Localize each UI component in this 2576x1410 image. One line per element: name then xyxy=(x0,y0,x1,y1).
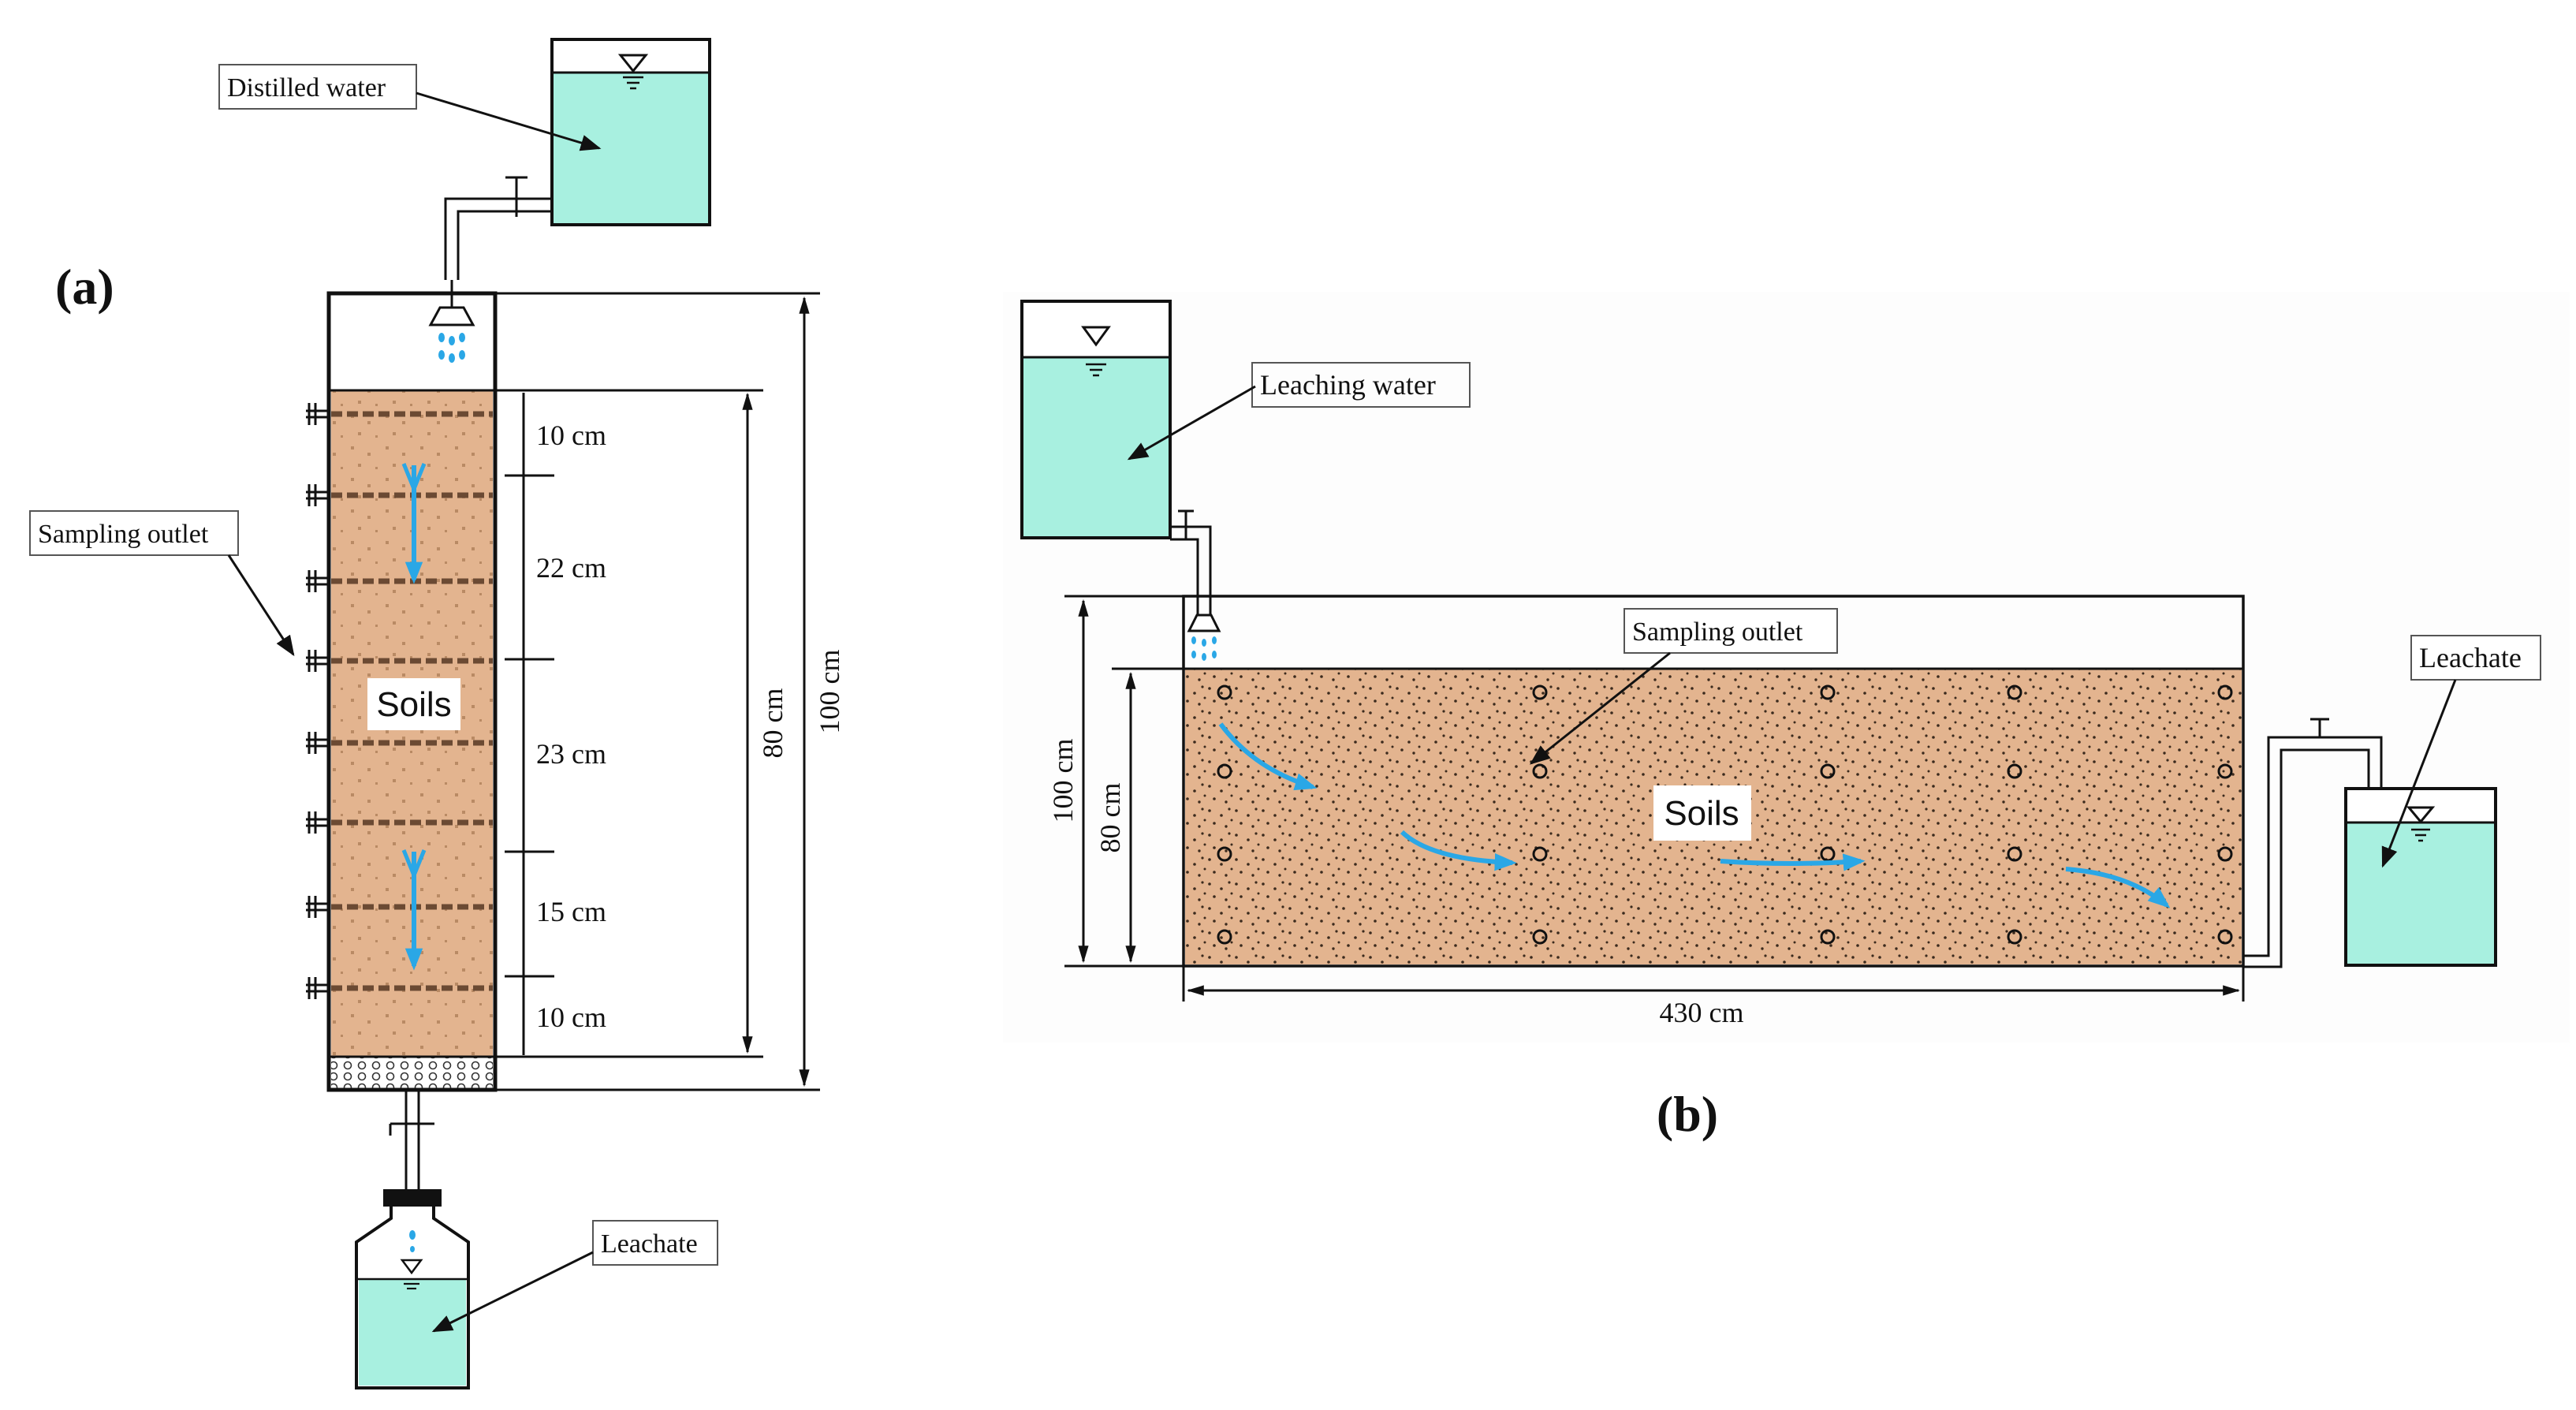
leaching-water-tank xyxy=(1020,300,1172,539)
sampling-outlet-icon xyxy=(2217,929,2233,945)
column-height-label: 100 cm xyxy=(814,650,845,734)
flow-arrow xyxy=(1400,830,1517,871)
sampling-outlet-icon xyxy=(1217,929,1232,945)
inlet-pipe-b xyxy=(1170,509,1212,615)
sampling-layer xyxy=(306,650,493,672)
sampling-outlet-icon xyxy=(2007,684,2022,700)
leaching-water-label-box xyxy=(1251,362,1471,408)
sampling-outlet-valve-icon xyxy=(306,977,329,999)
sampling-layer xyxy=(306,977,493,999)
segment-label: 23 cm xyxy=(536,738,606,770)
sampling-outlet-icon xyxy=(1532,929,1548,945)
sampling-outlet-icon xyxy=(1217,763,1232,779)
length-label: 430 cm xyxy=(1660,997,1744,1028)
distilled-water-tank xyxy=(550,38,711,226)
sampling-outlet-icon xyxy=(2217,763,2233,779)
sampling-outlet-icon xyxy=(1820,929,1836,945)
sampling-outlet-valve-icon xyxy=(306,811,329,834)
soils-label-box-b xyxy=(1653,785,1751,841)
sampling-outlet-icon xyxy=(1820,763,1836,779)
panel-a-label: (a) xyxy=(55,259,114,315)
sampling-outlet-label-box-b xyxy=(1624,608,1838,654)
flow-arrows-b xyxy=(1218,722,2171,908)
sampling-layer xyxy=(306,811,493,834)
soils-label-box xyxy=(367,678,460,730)
sampling-outlet-icon xyxy=(2007,846,2022,862)
sampling-outlet-valve-icon xyxy=(306,484,329,506)
panel-b: Leaching water xyxy=(1003,292,2570,1142)
segment-label: 15 cm xyxy=(536,896,606,927)
sampling-outlet-icon xyxy=(2217,846,2233,862)
leachate-pointer xyxy=(431,1251,594,1333)
sampling-outlet-icon xyxy=(2007,763,2022,779)
sampling-outlet-icon xyxy=(1217,846,1232,862)
segment-labels: 10 cm 22 cm 23 cm 15 cm 10 cm xyxy=(536,420,606,1033)
flow-arrow xyxy=(2065,867,2171,908)
distilled-water-label-box xyxy=(218,64,417,110)
sampling-outlet-icon xyxy=(1820,684,1836,700)
outlet-pipe-b xyxy=(2243,718,2383,968)
leaching-water-pointer xyxy=(1127,385,1256,461)
leachate-tank-b xyxy=(2344,787,2497,967)
segment-label: 22 cm xyxy=(536,552,606,584)
flow-arrow xyxy=(1218,722,1318,791)
soil-depth-label: 80 cm xyxy=(757,688,788,759)
sampling-outlet-icon xyxy=(2007,929,2022,945)
bottom-outlet-pipe xyxy=(389,1090,434,1191)
sampling-layer xyxy=(306,732,493,754)
leachate-bottle xyxy=(355,1189,470,1389)
sampling-outlet-pointer xyxy=(227,554,295,657)
sampling-outlet-valve-icon xyxy=(306,896,329,918)
flow-arrow xyxy=(1720,853,1866,871)
sampling-outlet-valve-icon xyxy=(306,570,329,592)
segment-label: 10 cm xyxy=(536,1002,606,1033)
sampling-outlet-icon xyxy=(1217,684,1232,700)
sampling-outlet-valve-icon xyxy=(306,403,329,425)
segment-label: 10 cm xyxy=(536,420,606,451)
panel-b-label: (b) xyxy=(1657,1086,1718,1142)
flow-arrows xyxy=(401,463,427,971)
sampling-outlet-icon xyxy=(2217,684,2233,700)
sampling-outlet-grid xyxy=(1217,684,2233,945)
leachate-label: Leachate xyxy=(601,1229,698,1259)
leachate-label-box xyxy=(592,1220,718,1266)
sampling-outlet-label-box xyxy=(29,510,239,556)
leachate-label-box-b xyxy=(2410,635,2541,681)
leachate-label-b: Leachate xyxy=(2419,642,2522,673)
sampling-outlet-label: Sampling outlet xyxy=(38,520,209,549)
inlet-pipe xyxy=(444,176,552,280)
soil-height-label: 80 cm xyxy=(1094,783,1126,853)
distilled-water-pointer xyxy=(416,91,602,151)
segment-dimensions xyxy=(495,292,820,1091)
sprinkler-icon xyxy=(1187,614,1221,661)
sampling-layer xyxy=(306,403,493,425)
sampling-outlet-valve-icon xyxy=(306,650,329,672)
sampling-outlet-icon xyxy=(1532,763,1548,779)
sampling-outlet-valve-icon xyxy=(306,732,329,754)
soils-label: Soils xyxy=(376,685,451,724)
sampling-outlet-pointer-b xyxy=(1529,651,1671,765)
leachate-pointer-b xyxy=(2381,679,2457,868)
sampling-outlet-icon xyxy=(1532,846,1548,862)
soils-label-b: Soils xyxy=(1664,794,1739,833)
total-height-label: 100 cm xyxy=(1047,739,1079,823)
distilled-water-label: Distilled water xyxy=(227,73,386,103)
leaching-water-label: Leaching water xyxy=(1260,369,1436,401)
sampling-outlet-icon xyxy=(1820,846,1836,862)
sampling-outlet-label-b: Sampling outlet xyxy=(1632,617,1803,647)
tank-dimension-lines xyxy=(1064,595,2245,1002)
panel-a: (a) xyxy=(29,38,845,1389)
sampling-outlet-icon xyxy=(1532,684,1548,700)
